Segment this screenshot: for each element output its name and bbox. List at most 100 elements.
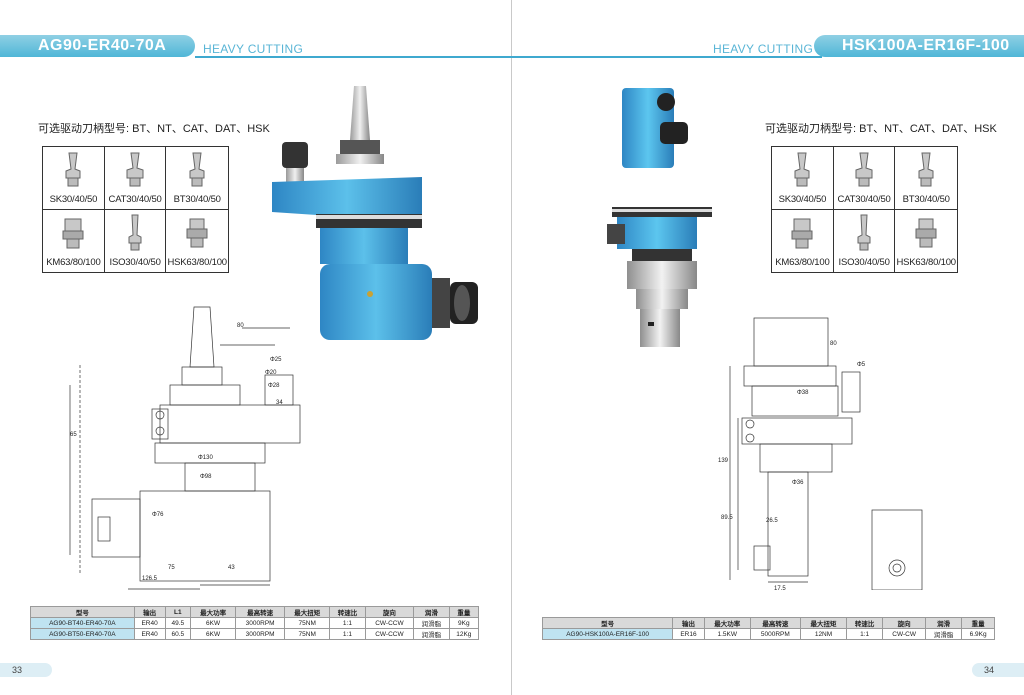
table-cell: 75NM <box>284 628 331 640</box>
shank-label: CAT30/40/50 <box>837 194 891 205</box>
column-header: 重量 <box>448 606 480 618</box>
shank-cell: KM63/80/100 <box>42 209 105 273</box>
table-cell-model: AG90-HSK100A-ER16F-100 <box>541 628 674 640</box>
page-fold <box>511 0 512 695</box>
shank-label: ISO30/40/50 <box>109 257 161 268</box>
column-header: L1 <box>164 606 192 618</box>
shank-label: SK30/40/50 <box>49 194 98 205</box>
column-header: 输出 <box>672 617 705 629</box>
table-cell-model: AG90-BT40-ER40-70A <box>30 617 135 629</box>
shank-cell: HSK63/80/100 <box>165 209 229 273</box>
table-cell: CW-CW <box>882 628 926 640</box>
table-cell: 75NM <box>284 617 331 629</box>
table-cell: ER16 <box>672 628 705 640</box>
column-header: 最大功率 <box>190 606 237 618</box>
table-cell: ER40 <box>133 617 166 629</box>
shank-cell: BT30/40/50 <box>894 146 958 210</box>
shank-cell: CAT30/40/50 <box>832 146 896 210</box>
page-number: 34 <box>972 663 1024 677</box>
shank-label: ISO30/40/50 <box>838 257 890 268</box>
dim-label: Φ38 <box>797 390 809 396</box>
column-header: 润滑 <box>924 617 963 629</box>
taper-shank-icon <box>834 147 895 193</box>
table-cell: 润滑脂 <box>924 628 963 640</box>
table-cell: 3000RPM <box>235 628 286 640</box>
shank-cell: SK30/40/50 <box>771 146 834 210</box>
column-header: 型号 <box>541 617 674 629</box>
column-header: 最大功率 <box>703 617 751 629</box>
dim-label: Φ76 <box>152 512 164 518</box>
shank-label: SK30/40/50 <box>778 194 827 205</box>
dim-label: 17.5 <box>774 586 786 592</box>
dim-label: 75 <box>168 565 175 571</box>
dim-label: Φ130 <box>198 455 213 461</box>
optional-shanks-label: 可选驱动刀柄型号: BT、NT、CAT、DAT、HSK <box>765 123 997 135</box>
dim-label: 65 <box>70 432 77 438</box>
column-header: 型号 <box>30 606 135 618</box>
shank-grid: SK30/40/50 CAT30/40/50 BT30/40/50 KM63/8… <box>42 146 229 273</box>
dim-label: 80 <box>237 323 244 329</box>
subtitle: HEAVY CUTTING <box>713 42 814 56</box>
shank-cell: HSK63/80/100 <box>894 209 958 273</box>
column-header: 转速比 <box>845 617 884 629</box>
table-row: AG90-BT50-ER40-70A ER40 60.5 6KW 3000RPM… <box>30 628 480 640</box>
shank-label: KM63/80/100 <box>775 257 830 268</box>
dim-label: Φ28 <box>268 383 280 389</box>
left-page: AG90-ER40-70A HEAVY CUTTING 可选驱动刀柄型号: BT… <box>0 35 512 677</box>
shank-cell: ISO30/40/50 <box>832 209 896 273</box>
spec-table: 型号 输出 L1 最大功率 最高转速 最大扭矩 转速比 旋向 润滑 重量 AG9… <box>30 606 480 640</box>
table-cell: CW-CCW <box>364 628 415 640</box>
dim-label: 43 <box>228 565 235 571</box>
dim-label: 34 <box>276 400 283 406</box>
dim-label: 126.5 <box>142 576 158 582</box>
product-photo <box>272 86 478 340</box>
table-cell: 9Kg <box>448 617 480 629</box>
model-title: AG90-ER40-70A <box>38 37 167 54</box>
dim-label: 80 <box>830 341 837 347</box>
column-header: 转速比 <box>329 606 366 618</box>
table-cell: 润滑脂 <box>413 617 450 629</box>
dim-label: Φ25 <box>270 357 282 363</box>
column-header: 最大扭矩 <box>800 617 847 629</box>
dim-label: 26.5 <box>766 518 778 524</box>
table-cell: 5000RPM <box>749 628 802 640</box>
shank-cell: SK30/40/50 <box>42 146 105 210</box>
table-cell: 60.5 <box>164 628 192 640</box>
table-header-row: 型号 输出 最大功率 最高转速 最大扭矩 转速比 旋向 润滑 重量 <box>541 617 995 629</box>
technical-drawing <box>69 306 301 590</box>
column-header: 旋向 <box>882 617 926 629</box>
table-cell: 12Kg <box>448 628 480 640</box>
shank-label: KM63/80/100 <box>46 257 101 268</box>
table-cell: 6.9Kg <box>961 628 995 640</box>
table-row: AG90-BT40-ER40-70A ER40 49.5 6KW 3000RPM… <box>30 617 480 629</box>
table-cell: CW-CCW <box>364 617 415 629</box>
table-cell: 润滑脂 <box>413 628 450 640</box>
table-cell: 12NM <box>800 628 847 640</box>
taper-shank-icon <box>43 147 104 193</box>
shank-label: BT30/40/50 <box>173 194 221 205</box>
km-shank-icon <box>772 210 833 256</box>
table-header-row: 型号 输出 L1 最大功率 最高转速 最大扭矩 转速比 旋向 润滑 重量 <box>30 606 480 618</box>
shank-grid: SK30/40/50 CAT30/40/50 BT30/40/50 KM63/8… <box>771 146 958 273</box>
shank-cell: BT30/40/50 <box>165 146 229 210</box>
product-photo <box>607 88 712 347</box>
column-header: 最大扭矩 <box>284 606 331 618</box>
subtitle: HEAVY CUTTING <box>203 42 304 56</box>
table-cell: 1:1 <box>845 628 884 640</box>
column-header: 旋向 <box>364 606 415 618</box>
table-cell: 1.5KW <box>703 628 751 640</box>
iso-shank-icon <box>834 210 895 256</box>
table-row: AG90-HSK100A-ER16F-100 ER16 1.5KW 5000RP… <box>541 628 995 640</box>
table-cell: 6KW <box>190 617 237 629</box>
table-cell: 3000RPM <box>235 617 286 629</box>
dim-label: Φ20 <box>265 370 277 376</box>
title-rule <box>512 56 822 58</box>
optional-shanks-label: 可选驱动刀柄型号: BT、NT、CAT、DAT、HSK <box>38 123 270 135</box>
table-cell: 6KW <box>190 628 237 640</box>
column-header: 输出 <box>133 606 166 618</box>
hsk-shank-icon <box>166 210 228 256</box>
shank-label: HSK63/80/100 <box>896 257 956 268</box>
table-cell-model: AG90-BT50-ER40-70A <box>30 628 135 640</box>
dim-label: Φ5 <box>857 362 866 368</box>
km-shank-icon <box>43 210 104 256</box>
